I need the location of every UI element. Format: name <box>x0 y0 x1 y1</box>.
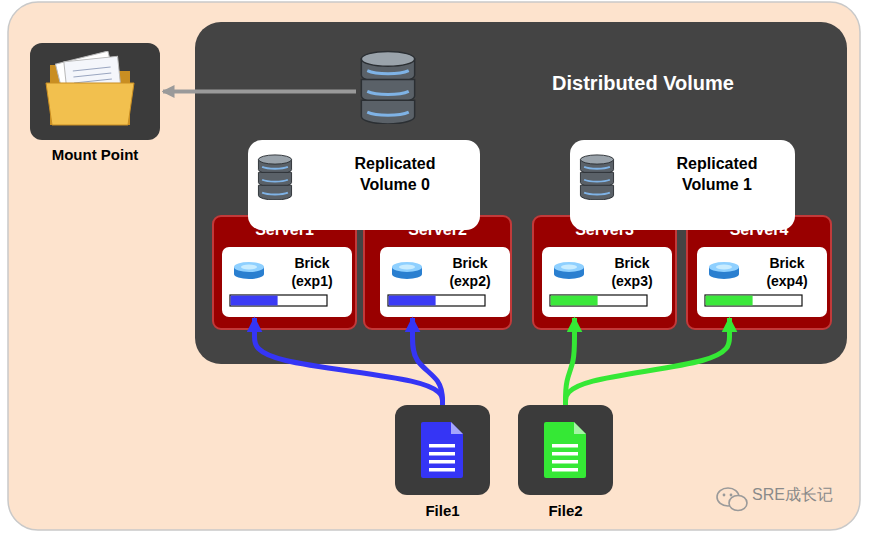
rep-label: Replicated Volume 1 <box>650 154 784 196</box>
wechat-icon <box>717 488 747 511</box>
server-label: Server2 <box>365 220 510 241</box>
brick-box: Brick (exp3) <box>542 247 672 317</box>
usage-bar <box>387 294 487 308</box>
connector-arrow <box>566 318 575 405</box>
brick-label: Brick (exp1) <box>278 254 346 290</box>
replicated-volume: Brick (exp1) Server1Brick (exp2) Server2 Re… <box>212 140 512 330</box>
brick-box: Brick (exp2) <box>380 247 510 317</box>
disk-icon <box>390 259 424 283</box>
connector-arrow <box>566 318 730 405</box>
panel-label: Distributed Volume <box>493 70 793 96</box>
brick-box: Brick (exp4) <box>697 247 827 317</box>
file-box: File1 <box>395 405 490 517</box>
server-label: Server3 <box>534 220 675 241</box>
disk-icon <box>707 259 741 283</box>
watermark: SRE成长记 <box>752 485 833 506</box>
usage-bar <box>549 294 649 308</box>
background-panel <box>8 2 860 530</box>
mount-point: Mount Point <box>30 43 160 168</box>
icon-box <box>30 43 160 140</box>
connector-arrow <box>413 318 443 405</box>
disk-icon <box>232 259 266 283</box>
leader-line <box>195 90 356 94</box>
connector-arrow <box>163 90 195 94</box>
volume-panel: Brick (exp1) Server1Brick (exp2) Server2 Re… <box>195 22 847 364</box>
server-box: Brick (exp3) Server3 <box>532 215 677 330</box>
file-label: File1 <box>385 501 500 521</box>
icon-box <box>518 405 613 495</box>
server-label: Server1 <box>214 220 355 241</box>
database-icon <box>578 154 616 200</box>
replicated-volume: Brick (exp3) Server3Brick (exp4) Server4 Re… <box>532 140 832 330</box>
database-icon <box>256 154 294 200</box>
database-icon <box>358 50 418 124</box>
server-box: Brick (exp1) Server1 <box>212 215 357 330</box>
server-box: Brick (exp2) Server2 <box>363 215 512 330</box>
brick-label: Brick (exp3) <box>598 254 666 290</box>
folder-icon <box>42 51 142 131</box>
brick-box: Brick (exp1) <box>222 247 352 317</box>
file-label: File2 <box>508 501 623 521</box>
rep-label: Replicated Volume 0 <box>328 154 462 196</box>
connector-arrow <box>255 318 443 405</box>
document-icon <box>417 420 467 480</box>
document-icon <box>540 420 590 480</box>
usage-bar <box>229 294 329 308</box>
icon-box <box>395 405 490 495</box>
mount-label: Mount Point <box>30 145 160 165</box>
usage-bar <box>704 294 804 308</box>
disk-icon <box>552 259 586 283</box>
brick-label: Brick (exp2) <box>436 254 504 290</box>
brick-label: Brick (exp4) <box>753 254 821 290</box>
file-box: File2 <box>518 405 613 517</box>
server-label: Server4 <box>688 220 830 241</box>
server-box: Brick (exp4) Server4 <box>686 215 832 330</box>
